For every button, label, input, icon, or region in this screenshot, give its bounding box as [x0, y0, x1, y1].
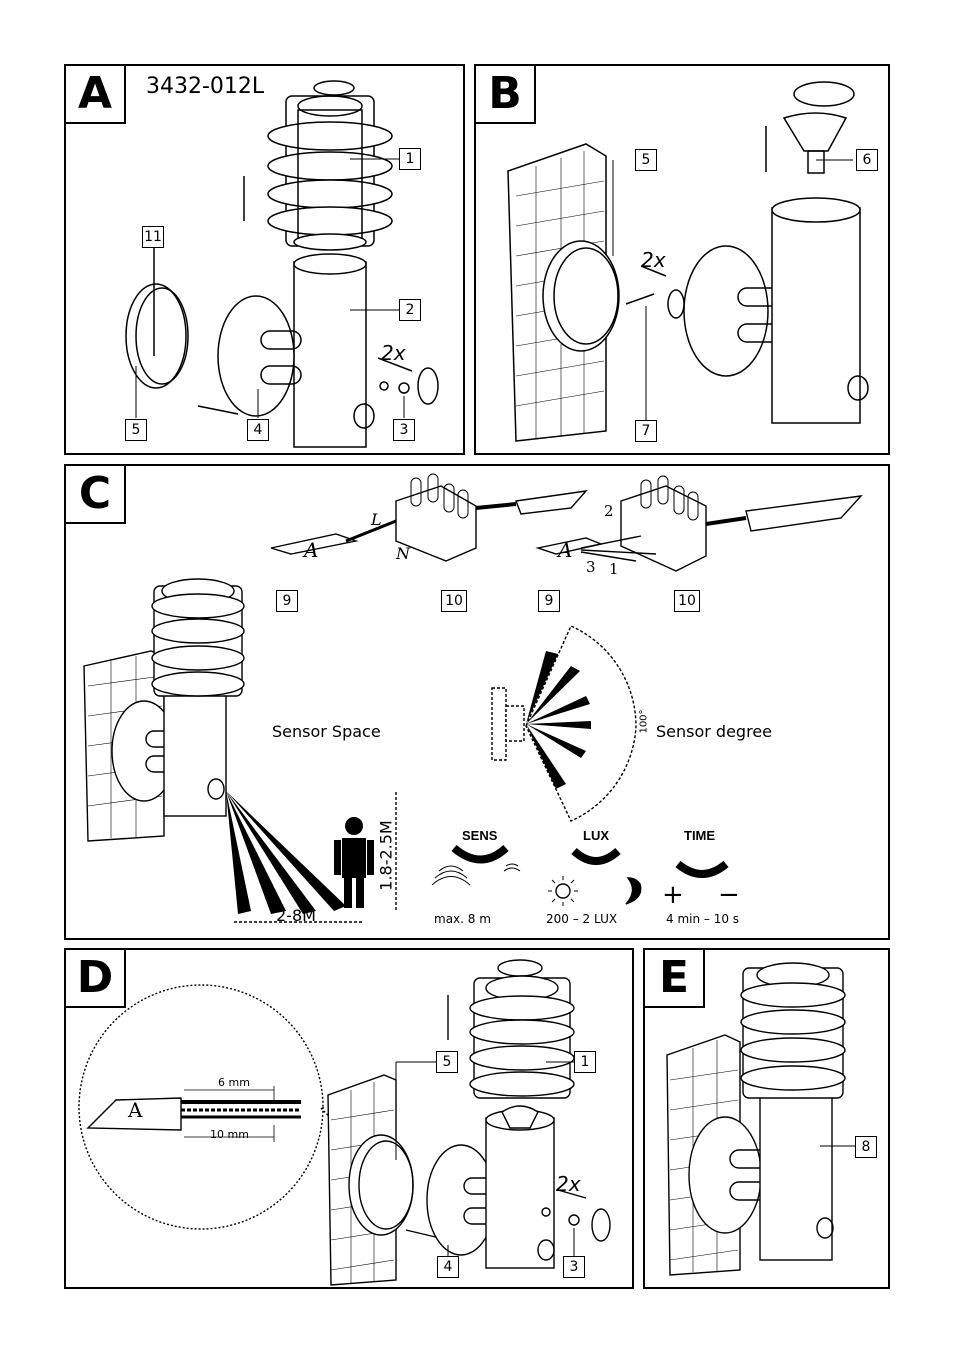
sens-caption: max. 8 m: [434, 912, 491, 926]
wire-N: N: [396, 544, 410, 563]
panel-letter-b: B: [476, 66, 536, 124]
sensor-angle: 100°: [638, 709, 650, 734]
panel-a: A 3432-012L: [64, 64, 465, 455]
lamp-body: [771, 207, 861, 424]
panel-a-drawing: [125, 80, 439, 448]
callout-d-3: 3: [563, 1256, 585, 1278]
sensor-height: 1.8-2.5M: [376, 820, 396, 891]
callout-a-5: 5: [125, 419, 147, 441]
sensor-space-label: Sensor Space: [272, 722, 381, 741]
cable-end: [86, 1097, 182, 1131]
panel-c-drawing: [83, 473, 863, 923]
model-number: 3432-012L: [146, 74, 265, 99]
screw-arrow-icon: [640, 265, 667, 277]
callout-b-6: 6: [856, 149, 878, 171]
wire-1: 1: [609, 560, 619, 578]
wire-3: 3: [586, 558, 596, 576]
panel-letter-a: A: [66, 66, 126, 124]
time-caption: 4 min – 10 s: [666, 912, 740, 926]
moon-icon: [625, 877, 642, 905]
multiplier-b: 2x: [641, 248, 666, 272]
back-plate: [542, 240, 620, 352]
rotate-arrow-icon: [497, 959, 543, 977]
lux-title: LUX: [583, 828, 609, 843]
person-icon: [334, 817, 374, 908]
multiplier-a: 2x: [381, 341, 406, 365]
strip-length-6: 6 mm: [218, 1076, 250, 1089]
wall-plate: [426, 1144, 496, 1256]
sensor-range: 2-8M: [276, 906, 316, 925]
callout-c-10b: 10: [674, 590, 700, 612]
zoom-detail: [78, 984, 324, 1230]
wall-plate: [217, 295, 295, 417]
callout-a-3: 3: [393, 419, 415, 441]
panel-letter-c: C: [66, 466, 126, 524]
callout-c-10a: 10: [441, 590, 467, 612]
callout-a-11: 11: [142, 226, 164, 248]
sun-icon: [555, 883, 571, 899]
strip-length-10: 10 mm: [210, 1128, 249, 1141]
callout-b-7: 7: [635, 420, 657, 442]
sens-title: SENS: [462, 828, 498, 843]
rotate-arrow-icon: [313, 80, 355, 96]
callout-a-1: 1: [399, 148, 421, 170]
back-plate: [125, 283, 187, 389]
callout-d-1: 1: [574, 1051, 596, 1073]
rotate-arrow-icon: [793, 81, 855, 107]
panel-letter-d: D: [66, 950, 126, 1008]
callout-a-4: 4: [247, 419, 269, 441]
time-minus: −: [718, 880, 740, 910]
callout-d-5: 5: [436, 1051, 458, 1073]
callout-c-9a: 9: [276, 590, 298, 612]
wire-A3: A: [128, 1098, 143, 1122]
lamp-body: [293, 261, 367, 448]
callout-b-5: 5: [635, 149, 657, 171]
callout-c-9b: 9: [538, 590, 560, 612]
time-title: TIME: [684, 828, 716, 843]
wire-A2: A: [558, 538, 573, 562]
panel-e-drawing: [666, 962, 855, 1276]
lux-caption: 200 – 2 LUX: [546, 912, 618, 926]
wire-2: 2: [604, 502, 614, 520]
sensor-degree-beams: [526, 651, 591, 789]
sensor-beams: [226, 791, 346, 914]
terminal-block: [620, 485, 707, 572]
lamp-body: [759, 1089, 833, 1261]
wall-plate: [683, 245, 769, 377]
terminal-block: [395, 485, 477, 562]
panel-c: C: [64, 464, 890, 940]
cable-end: [270, 533, 359, 555]
lamp-body: [163, 680, 227, 817]
panel-e: E 8: [643, 948, 890, 1289]
bulb-icon: [782, 112, 848, 152]
screw-arrow-icon: [557, 1189, 587, 1199]
panel-d: D: [64, 948, 634, 1289]
panel-b-drawing: [507, 81, 869, 442]
multiplier-d: 2x: [556, 1172, 581, 1196]
sensor-degree-label: Sensor degree: [656, 722, 772, 741]
callout-d-4: 4: [437, 1256, 459, 1278]
wire-L: L: [371, 510, 382, 529]
time-plus: +: [662, 880, 684, 910]
wire-A1: A: [304, 538, 319, 562]
screw-arrow-icon: [377, 357, 413, 372]
callout-e-8: 8: [855, 1136, 877, 1158]
panel-letter-e: E: [645, 950, 705, 1008]
lamp-body: [485, 1117, 555, 1269]
callout-a-2: 2: [399, 299, 421, 321]
panel-b: B: [474, 64, 890, 455]
insert-arrow-icon: [197, 405, 239, 415]
panel-d-drawing: [78, 959, 611, 1286]
